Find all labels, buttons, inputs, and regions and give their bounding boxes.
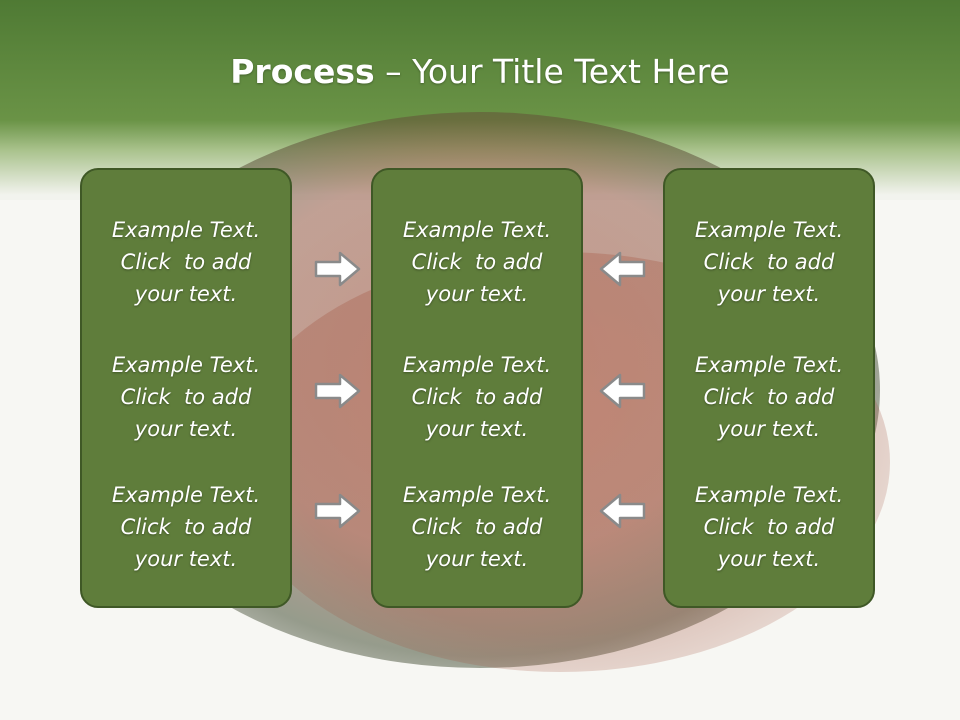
process-box-center[interactable]: Example Text. Click to add your text. Ex…: [371, 168, 583, 608]
text-block[interactable]: Example Text. Click to add your text.: [82, 214, 290, 310]
title-text: Your Title Text Here: [412, 52, 730, 91]
text-block[interactable]: Example Text. Click to add your text.: [373, 349, 581, 445]
text-line: your text.: [134, 547, 238, 571]
text-line: your text.: [425, 417, 529, 441]
text-line: your text.: [717, 547, 821, 571]
text-line: Example Text.: [111, 353, 261, 377]
text-line: your text.: [717, 417, 821, 441]
text-line: your text.: [717, 282, 821, 306]
text-block[interactable]: Example Text. Click to add your text.: [82, 479, 290, 575]
arrow-left-icon: [599, 373, 646, 409]
text-line: Click to add: [703, 515, 835, 539]
text-line: Example Text.: [111, 483, 261, 507]
text-line: Click to add: [411, 250, 543, 274]
text-line: Click to add: [120, 515, 252, 539]
title-bold-word: Process: [230, 52, 375, 91]
arrow-left-icon: [599, 251, 646, 287]
text-line: Click to add: [120, 385, 252, 409]
text-line: Example Text.: [402, 483, 552, 507]
text-block[interactable]: Example Text. Click to add your text.: [665, 214, 873, 310]
text-line: your text.: [134, 282, 238, 306]
text-line: Click to add: [411, 385, 543, 409]
text-line: Click to add: [703, 250, 835, 274]
text-block[interactable]: Example Text. Click to add your text.: [373, 214, 581, 310]
text-line: your text.: [425, 282, 529, 306]
process-box-right[interactable]: Example Text. Click to add your text. Ex…: [663, 168, 875, 608]
text-line: your text.: [425, 547, 529, 571]
text-block[interactable]: Example Text. Click to add your text.: [665, 479, 873, 575]
text-line: Example Text.: [402, 218, 552, 242]
title-dash: –: [374, 52, 413, 91]
text-line: Example Text.: [694, 218, 844, 242]
text-line: Click to add: [703, 385, 835, 409]
arrow-right-icon: [314, 373, 361, 409]
text-line: your text.: [134, 417, 238, 441]
arrow-right-icon: [314, 251, 361, 287]
arrow-left-icon: [599, 493, 646, 529]
text-block[interactable]: Example Text. Click to add your text.: [665, 349, 873, 445]
text-line: Example Text.: [694, 353, 844, 377]
text-line: Example Text.: [402, 353, 552, 377]
slide-title[interactable]: Process – Your Title Text Here: [0, 52, 960, 91]
text-block[interactable]: Example Text. Click to add your text.: [373, 479, 581, 575]
text-line: Example Text.: [694, 483, 844, 507]
process-box-left[interactable]: Example Text. Click to add your text. Ex…: [80, 168, 292, 608]
arrow-right-icon: [314, 493, 361, 529]
text-line: Click to add: [120, 250, 252, 274]
text-block[interactable]: Example Text. Click to add your text.: [82, 349, 290, 445]
text-line: Example Text.: [111, 218, 261, 242]
text-line: Click to add: [411, 515, 543, 539]
